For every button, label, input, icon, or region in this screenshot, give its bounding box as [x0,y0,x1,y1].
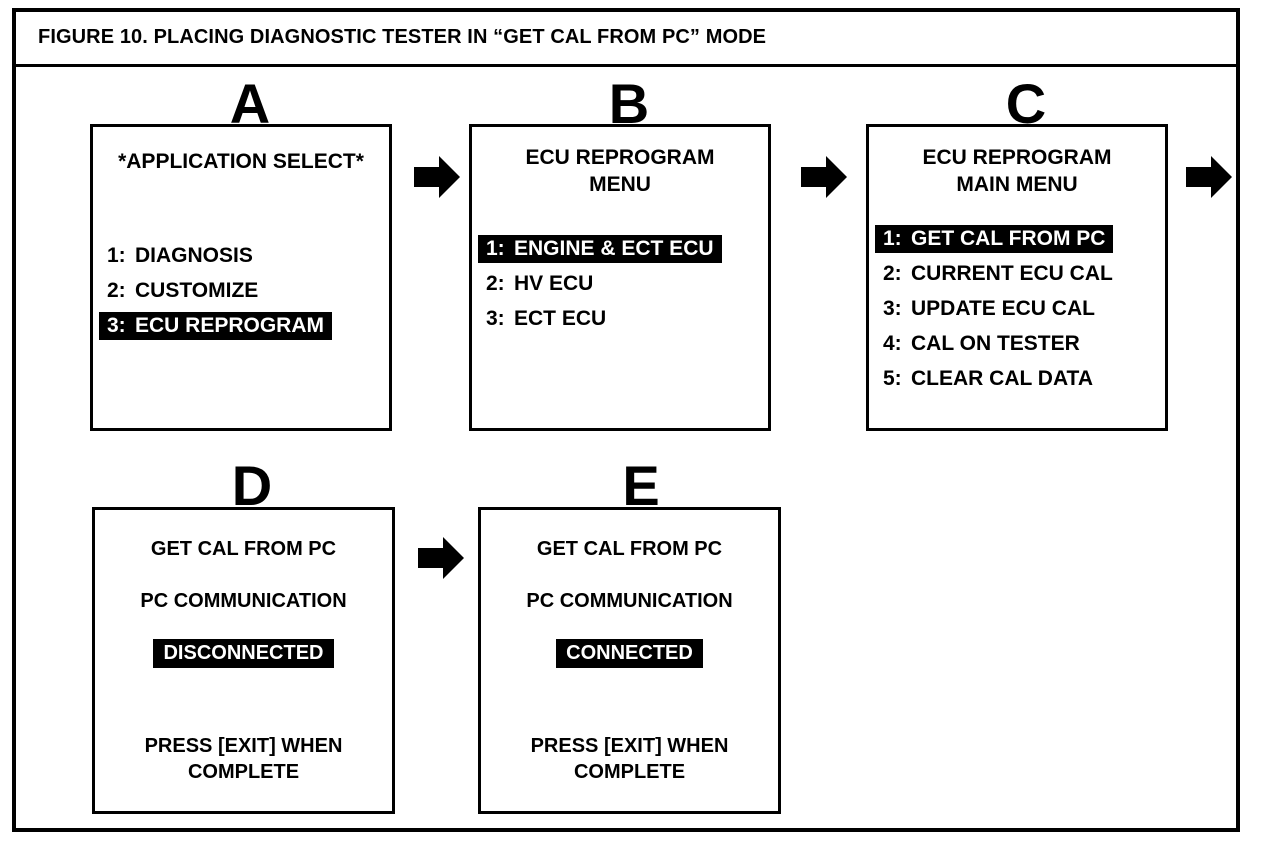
status-badge-disconnected: DISCONNECTED [153,639,334,668]
menu-item-clear-cal-data[interactable]: 5: CLEAR CAL DATA [875,365,1165,393]
arrow-c-to-d-icon [1184,152,1234,202]
menu-item-hv-ecu[interactable]: 2: HV ECU [478,270,768,298]
menu-item-get-cal-from-pc[interactable]: 1: GET CAL FROM PC [875,225,1165,253]
menu-item-number: 3: [883,297,902,320]
menu-item-number: 1: [107,244,126,267]
menu-item-cal-on-tester[interactable]: 4: CAL ON TESTER [875,330,1165,358]
menu-item-label: CAL ON TESTER [911,332,1080,355]
screen-e-footer: PRESS [EXIT] WHEN COMPLETE [530,735,729,783]
screen-ecu-reprogram-menu[interactable]: ECU REPROGRAM MENU 1: ENGINE & ECT ECU 2:… [469,124,771,431]
menu-item-number: 1: [486,237,505,260]
screen-d-title: GET CAL FROM PC [150,538,337,560]
menu-item-diagnosis[interactable]: 1: DIAGNOSIS [99,242,389,270]
menu-item-label: CLEAR CAL DATA [911,367,1093,390]
menu-item-number: 1: [883,227,902,250]
screen-e-status-wrap: CONNECTED [481,639,778,668]
figure-title: FIGURE 10. PLACING DIAGNOSTIC TESTER IN … [38,26,767,48]
menu-item-label: UPDATE ECU CAL [911,297,1095,320]
panel-letter-d: D [231,454,273,517]
screen-get-cal-from-pc-disconnected[interactable]: GET CAL FROM PC PC COMMUNICATION DISCONN… [92,507,395,814]
menu-item-number: 2: [883,262,902,285]
menu-item-label: HV ECU [514,272,594,295]
screen-d-footer: PRESS [EXIT] WHEN COMPLETE [144,735,343,783]
arrow-b-to-c-icon [799,152,849,202]
menu-item-engine-and-ect-ecu[interactable]: 1: ENGINE & ECT ECU [478,235,768,263]
screen-e-subtitle: PC COMMUNICATION [526,590,733,612]
screen-e-title: GET CAL FROM PC [536,538,723,560]
menu-item-label: CURRENT ECU CAL [911,262,1113,285]
menu-item-label: DIAGNOSIS [135,244,253,267]
screen-d-status-wrap: DISCONNECTED [95,639,392,668]
screen-a-menu[interactable]: 1: DIAGNOSIS 2: CUSTOMIZE 3: ECU REPROGRAM [99,242,389,347]
menu-item-number: 2: [107,279,126,302]
menu-item-update-ecu-cal[interactable]: 3: UPDATE ECU CAL [875,295,1165,323]
menu-item-label: GET CAL FROM PC [911,227,1106,250]
screen-a-title: *APPLICATION SELECT* [118,150,364,173]
menu-item-number: 2: [486,272,505,295]
screen-get-cal-from-pc-connected[interactable]: GET CAL FROM PC PC COMMUNICATION CONNECT… [478,507,781,814]
arrow-a-to-b-icon [412,152,462,202]
menu-item-customize[interactable]: 2: CUSTOMIZE [99,277,389,305]
figure-frame: FIGURE 10. PLACING DIAGNOSTIC TESTER IN … [12,8,1240,832]
menu-item-current-ecu-cal[interactable]: 2: CURRENT ECU CAL [875,260,1165,288]
menu-item-number: 5: [883,367,902,390]
panel-letter-e: E [622,454,660,517]
screen-application-select[interactable]: *APPLICATION SELECT* 1: DIAGNOSIS 2: CUSTO… [90,124,392,431]
menu-item-label: ECU REPROGRAM [135,314,325,337]
screen-d-subtitle: PC COMMUNICATION [140,590,347,612]
panel-letter-a: A [229,72,271,135]
menu-item-ect-ecu[interactable]: 3: ECT ECU [478,305,768,333]
panel-letter-b: B [608,72,650,135]
menu-item-label: ENGINE & ECT ECU [514,237,714,260]
status-badge-connected: CONNECTED [556,639,703,668]
menu-item-label: CUSTOMIZE [135,279,259,302]
screen-b-title: ECU REPROGRAM MENU [525,146,715,196]
menu-item-number: 4: [883,332,902,355]
arrow-d-to-e-icon [416,533,466,583]
menu-item-number: 3: [107,314,126,337]
menu-item-number: 3: [486,307,505,330]
screen-ecu-reprogram-main-menu[interactable]: ECU REPROGRAM MAIN MENU 1: GET CAL FROM P… [866,124,1168,431]
menu-item-ecu-reprogram[interactable]: 3: ECU REPROGRAM [99,312,389,340]
title-divider [16,64,1236,67]
menu-item-label: ECT ECU [514,307,607,330]
screen-b-menu[interactable]: 1: ENGINE & ECT ECU 2: HV ECU 3: ECT ECU [478,235,768,340]
panel-letter-c: C [1005,72,1047,135]
screen-c-menu[interactable]: 1: GET CAL FROM PC 2: CURRENT ECU CAL 3: UP… [875,225,1165,400]
screen-c-title: ECU REPROGRAM MAIN MENU [922,146,1112,196]
